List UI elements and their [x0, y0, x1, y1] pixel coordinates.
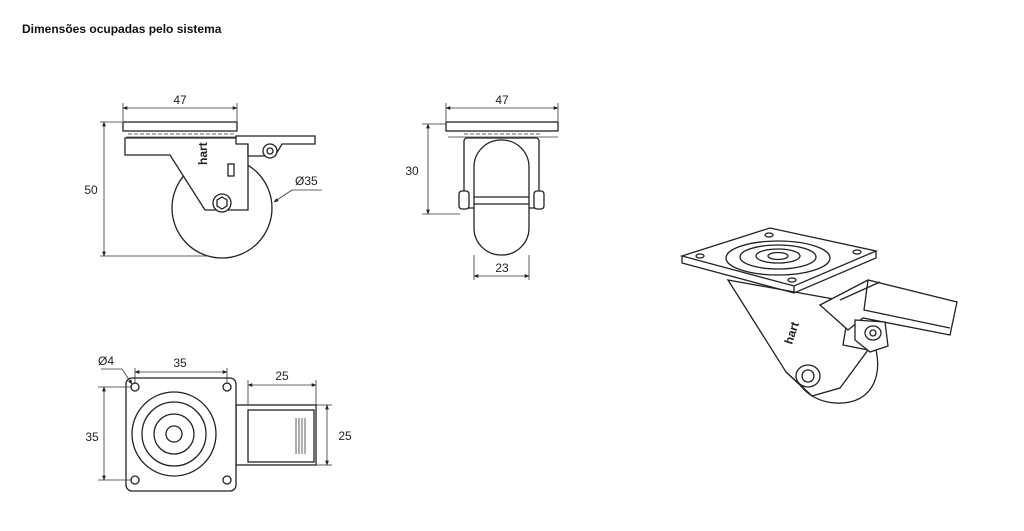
- side-height-label: 50: [84, 183, 98, 197]
- iso-brand-logo: hart: [782, 320, 802, 346]
- side-axle-nut: [216, 196, 228, 210]
- top-center-hole: [165, 425, 183, 443]
- top-brake-length-label: 25: [275, 369, 289, 383]
- front-axle-right: [533, 190, 545, 210]
- iso-axle: [795, 364, 821, 388]
- front-wheel-width-label: 23: [495, 261, 509, 275]
- side-diameter-label: Ø35: [295, 174, 318, 188]
- front-bearing: [448, 130, 558, 138]
- top-hole-diameter-label: Ø4: [98, 354, 114, 368]
- top-hole-spacing-y-label: 35: [85, 430, 99, 444]
- front-width-label: 47: [495, 93, 509, 107]
- side-view: hart 47 50 Ø35: [84, 93, 322, 259]
- top-view: Ø4 35 35 25 25: [85, 354, 352, 492]
- top-brake-width-label: 25: [338, 429, 352, 443]
- iso-mounting-hole: [852, 249, 862, 255]
- side-brake-pivot: [262, 143, 278, 159]
- top-plate: [125, 377, 237, 492]
- iso-top-plate: [679, 227, 879, 287]
- side-brand-logo: hart: [196, 142, 210, 165]
- side-width-label: 47: [173, 93, 187, 107]
- iso-mounting-hole: [764, 232, 774, 238]
- top-hole-spacing-x-label: 35: [173, 356, 187, 370]
- side-top-plate: [122, 121, 238, 132]
- front-top-plate: [445, 121, 559, 132]
- mounting-hole: [222, 475, 232, 485]
- front-height-label: 30: [405, 164, 419, 178]
- page-title: Dimensões ocupadas pelo sistema: [22, 22, 222, 36]
- front-view: 47 30 23: [405, 93, 559, 280]
- side-lock-slot: [227, 163, 235, 177]
- iso-plate-ring: [725, 240, 831, 276]
- iso-mounting-hole: [787, 277, 797, 283]
- iso-mounting-hole: [695, 253, 705, 259]
- isometric-view: hart: [679, 227, 958, 404]
- side-bearing: [126, 130, 236, 138]
- top-plate-raised-ring: [131, 391, 217, 477]
- iso-brake-pivot: [864, 325, 882, 341]
- front-axle-left: [458, 190, 470, 210]
- side-axle: [212, 193, 232, 213]
